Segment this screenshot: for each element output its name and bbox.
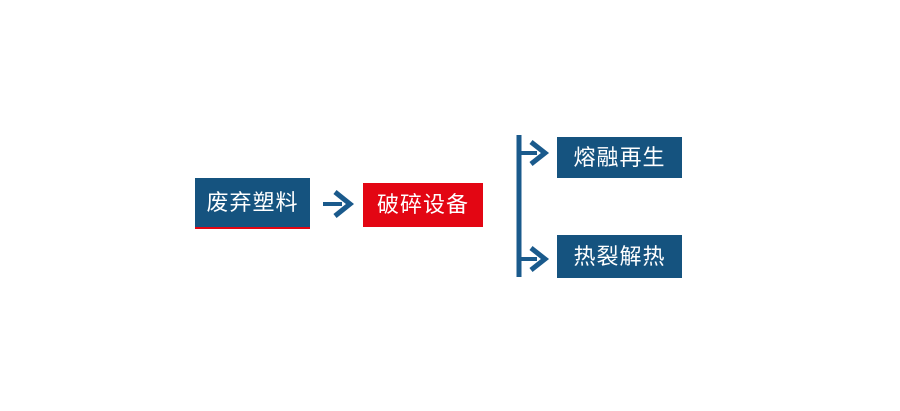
node-melt-regeneration: 熔融再生 (557, 137, 682, 178)
node-label: 废弃塑料 (206, 189, 299, 215)
node-label: 破碎设备 (376, 192, 469, 217)
arrow-branch-top-icon (521, 140, 550, 166)
node-label: 热裂解热 (573, 243, 666, 269)
node-pyrolysis: 热裂解热 (557, 235, 682, 278)
node-waste-plastic: 废弃塑料 (195, 178, 310, 229)
node-label: 熔融再生 (573, 144, 666, 170)
node-crushing-equipment: 破碎设备 (363, 183, 483, 227)
arrow-source-to-process-icon (323, 190, 355, 218)
arrow-branch-bottom-icon (521, 246, 550, 272)
